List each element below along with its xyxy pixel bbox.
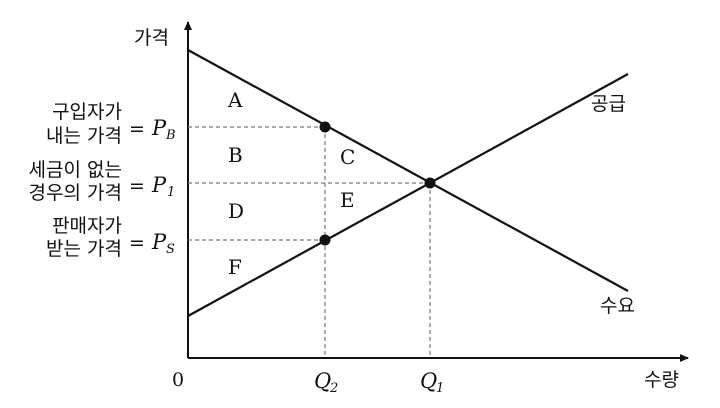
- price-label-notax: 세금이 없는 경우의 가격 = P 1: [29, 159, 176, 204]
- region-c: C: [340, 145, 355, 169]
- origin-label: 0: [172, 369, 184, 391]
- y-axis-label: 가격: [134, 27, 169, 49]
- price-label-buyer-line1: 구입자가: [52, 101, 122, 123]
- x-axis-label: 수량: [644, 369, 679, 391]
- price-label-buyer-sym: P: [151, 116, 167, 140]
- region-b: B: [228, 143, 243, 167]
- price-label-buyer: 구입자가 내는 가격 = P B: [46, 101, 176, 147]
- price-label-notax-line1: 세금이 없는: [29, 159, 122, 181]
- region-f: F: [228, 255, 242, 279]
- price-label-seller-line1: 판매자가: [52, 215, 122, 237]
- price-label-buyer-line2: 내는 가격: [46, 125, 122, 147]
- price-label-seller-sym: P: [151, 230, 167, 254]
- quantity-label-q1-sym: Q: [420, 369, 437, 393]
- price-label-notax-sub: 1: [167, 185, 175, 200]
- price-label-notax-eq: =: [129, 175, 145, 197]
- price-label-notax-sym: P: [151, 173, 167, 197]
- quantity-label-q2-sym: Q: [314, 369, 331, 393]
- point-equilibrium: [424, 177, 436, 189]
- price-label-seller-eq: =: [129, 232, 145, 254]
- demand-label: 수요: [600, 295, 635, 317]
- point-buyer-price: [319, 121, 331, 133]
- price-label-seller-sub: S: [166, 242, 175, 257]
- quantity-label-q2-sub: 2: [329, 381, 338, 396]
- price-label-buyer-sub: B: [165, 128, 176, 143]
- price-label-seller-line2: 받는 가격: [46, 238, 122, 260]
- quantity-label-q1-sub: 1: [436, 381, 444, 396]
- demand-curve: [187, 49, 629, 292]
- supply-label: 공급: [591, 93, 626, 115]
- region-e: E: [340, 188, 355, 212]
- supply-curve: [187, 73, 629, 317]
- quantity-label-q1: Q 1: [420, 369, 444, 396]
- price-label-seller: 판매자가 받는 가격 = P S: [46, 215, 175, 260]
- quantity-label-q2: Q 2: [314, 369, 338, 396]
- point-seller-price: [319, 234, 331, 246]
- region-d: D: [228, 199, 244, 223]
- region-a: A: [227, 88, 243, 112]
- price-label-buyer-eq: =: [129, 118, 145, 140]
- price-label-notax-line2: 경우의 가격: [29, 182, 122, 204]
